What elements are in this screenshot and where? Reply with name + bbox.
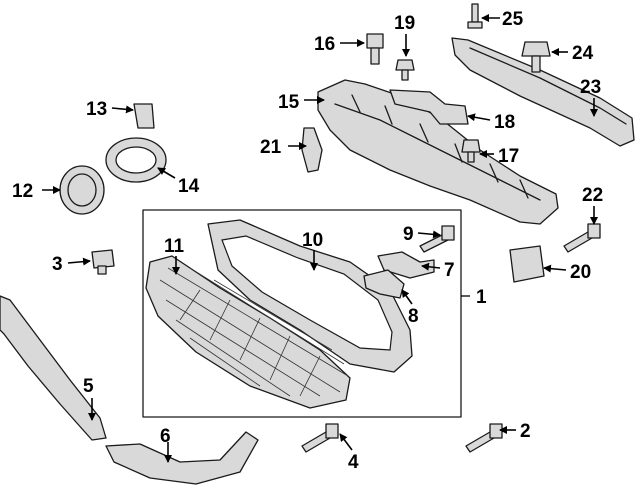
callout-11: 11 (164, 236, 185, 257)
callout-9: 9 (403, 224, 414, 245)
part-24-clip (521, 41, 551, 73)
callout-21: 21 (260, 137, 282, 158)
part-20-bracket (509, 245, 545, 283)
callout-25: 25 (502, 9, 524, 30)
callout-23: 23 (580, 77, 601, 98)
leader-lines (42, 14, 598, 463)
callout-4: 4 (348, 452, 359, 473)
part-3-clip (91, 249, 115, 275)
callout-2: 2 (520, 421, 531, 442)
callout-1: 1 (476, 287, 487, 308)
leader-13 (111, 105, 134, 114)
callout-13: 13 (86, 99, 107, 120)
part-25-bolt (467, 3, 483, 29)
part-12-emblem (59, 165, 105, 215)
leader-14 (157, 167, 176, 179)
part-16-clip (366, 33, 384, 65)
callout-14: 14 (178, 176, 200, 197)
part-19-push-clip (395, 59, 415, 81)
part-23-bumper-cover-upper (451, 37, 635, 147)
callout-10: 10 (302, 230, 323, 251)
part-8-bracket (363, 269, 405, 299)
callout-15: 15 (278, 92, 300, 113)
callout-labels: 1 2 3 4 5 6 7 8 9 10 11 12 13 14 15 16 1… (12, 9, 603, 473)
leader-20 (543, 264, 567, 273)
leader-9 (417, 230, 441, 239)
part-14-emblem-bezel (105, 137, 167, 183)
callout-7: 7 (444, 260, 455, 281)
part-13-bracket (133, 103, 155, 129)
callout-8: 8 (408, 306, 419, 327)
callout-12: 12 (12, 181, 33, 202)
callout-17: 17 (498, 146, 519, 167)
callout-6: 6 (160, 426, 171, 447)
callout-18: 18 (494, 112, 515, 133)
callout-22: 22 (582, 185, 603, 206)
callout-20: 20 (570, 262, 591, 283)
leader-7 (421, 262, 441, 271)
callout-19: 19 (394, 13, 415, 34)
part-2-bolt (465, 423, 503, 453)
part-6-lower-trim (105, 431, 259, 485)
leader-18 (467, 113, 491, 122)
leader-3 (67, 257, 91, 266)
part-22-bolt (563, 223, 601, 253)
callout-3: 3 (52, 254, 63, 275)
leader-4 (339, 433, 353, 451)
callout-24: 24 (572, 43, 594, 64)
part-10-grille-frame (207, 219, 413, 373)
part-4-bolt (301, 423, 339, 453)
part-21-bracket (301, 127, 323, 173)
part-5-molding (0, 295, 107, 441)
leader-8 (401, 289, 413, 305)
callout-5: 5 (83, 376, 94, 397)
part-18-bracket (389, 89, 469, 125)
grille-assembly-box (142, 209, 462, 418)
part-11-grille-mesh (145, 255, 351, 409)
part-9-bolt (419, 225, 455, 253)
callout-16: 16 (314, 34, 335, 55)
